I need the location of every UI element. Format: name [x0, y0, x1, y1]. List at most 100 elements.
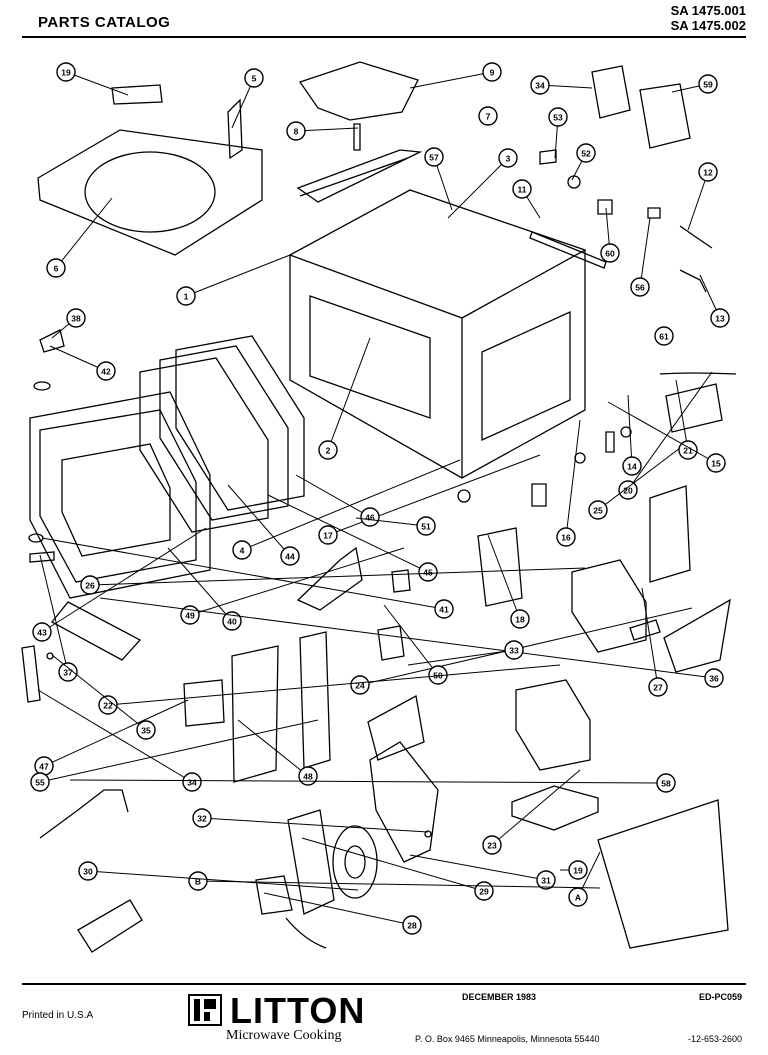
- callout-bubble: [402, 915, 422, 935]
- callout-49: 49: [180, 547, 405, 625]
- leader-line: [107, 664, 561, 706]
- callout-22: 22: [98, 664, 561, 715]
- callout-1: 1: [176, 254, 291, 306]
- callout-bubble: [80, 575, 100, 595]
- callout-bubble: [98, 695, 118, 715]
- callout-21: 21: [675, 379, 698, 460]
- callout-number: 33: [509, 646, 519, 656]
- callout-bubble: [530, 75, 550, 95]
- leader-line: [641, 587, 659, 688]
- callout-bubble: [350, 675, 370, 695]
- callout-number: 48: [303, 772, 313, 782]
- callout-bubble: [298, 766, 318, 786]
- callout-bubble: [536, 870, 556, 890]
- leader-line: [185, 254, 291, 297]
- callout-bubble: [706, 453, 726, 473]
- callout-number: 15: [711, 459, 721, 469]
- leader-line: [487, 534, 521, 620]
- callout-27: 27: [641, 587, 668, 697]
- leader-line: [491, 769, 581, 846]
- callout-53: 53: [548, 107, 568, 159]
- callout-bubble: [630, 277, 650, 297]
- leader-line: [407, 649, 515, 666]
- callout-bubble: [136, 720, 156, 740]
- callout-bubble: [286, 121, 306, 141]
- callout-number: 58: [661, 779, 671, 789]
- callout-number: 17: [323, 531, 333, 541]
- leader-line: [39, 719, 319, 783]
- callout-bubble: [424, 147, 444, 167]
- leader-line: [189, 547, 405, 616]
- callout-19: 19: [560, 860, 588, 880]
- callout-number: 60: [605, 249, 615, 259]
- callout-bubble: [182, 772, 202, 792]
- callout-bubble: [588, 500, 608, 520]
- leader-line: [327, 337, 371, 451]
- callout-bubble: [478, 106, 498, 126]
- callout-28: 28: [263, 892, 422, 935]
- callout-bubble: [648, 677, 668, 697]
- callout-number: 8: [294, 127, 299, 137]
- callout-5: 5: [231, 68, 264, 129]
- callout-number: 49: [185, 611, 195, 621]
- callout-bubble: [510, 609, 530, 629]
- leader-line: [197, 880, 601, 889]
- callout-bubble: [512, 179, 532, 199]
- callout-number: 41: [439, 605, 449, 615]
- callout-bubble: [576, 143, 596, 163]
- callout-bubble: [244, 68, 264, 88]
- callout-11: 11: [512, 179, 541, 219]
- callout-29: 29: [301, 837, 494, 901]
- callout-6: 6: [46, 197, 113, 278]
- leader-line: [69, 779, 667, 784]
- callout-bubble: [418, 562, 438, 582]
- callout-B: B: [188, 871, 601, 891]
- callout-61: 61: [654, 326, 674, 346]
- callout-number: 12: [703, 168, 713, 178]
- callout-8: 8: [286, 121, 359, 141]
- callout-58: 58: [69, 773, 676, 793]
- callout-bubble: [416, 516, 436, 536]
- callout-2: 2: [318, 337, 371, 460]
- callout-bubble: [622, 456, 642, 476]
- callout-bubble: [504, 640, 524, 660]
- callout-number: 52: [581, 149, 591, 159]
- leader-line: [383, 604, 439, 676]
- callout-number: 45: [423, 568, 433, 578]
- callout-number: 24: [355, 681, 365, 691]
- part-plate: [111, 84, 163, 105]
- callout-bubble: [498, 148, 518, 168]
- callout-number: 22: [103, 701, 113, 711]
- callout-number: 21: [683, 446, 693, 456]
- leader-line: [43, 699, 189, 767]
- callout-44: 44: [227, 484, 300, 566]
- callout-number: A: [575, 893, 581, 903]
- callout-number: 7: [486, 112, 491, 122]
- callout-number: 38: [71, 314, 81, 324]
- leader-line: [447, 157, 509, 219]
- callout-number: 55: [35, 778, 45, 788]
- callout-12: 12: [687, 162, 718, 231]
- leader-line: [301, 837, 485, 892]
- leader-line: [49, 345, 107, 372]
- brand-name: LITTON: [230, 990, 366, 1031]
- leader-line: [87, 870, 359, 891]
- callout-number: 46: [365, 513, 375, 523]
- leader-line: [65, 71, 129, 96]
- litton-logo-icon: [188, 994, 222, 1026]
- callout-number: 44: [285, 552, 295, 562]
- company-phone: -12-653-2600: [687, 1034, 742, 1044]
- leader-line: [565, 419, 581, 538]
- callout-number: 3: [506, 154, 511, 164]
- callout-bubble: [360, 507, 380, 527]
- callout-number: 23: [487, 841, 497, 851]
- callout-38: 38: [51, 308, 86, 339]
- callout-number: 5: [252, 74, 257, 84]
- callout-42: 42: [49, 345, 116, 381]
- leader-line: [227, 484, 291, 557]
- leader-line: [241, 459, 461, 551]
- callout-bubble: [58, 662, 78, 682]
- callout-number: 11: [518, 185, 527, 195]
- callout-43: 43: [32, 527, 207, 642]
